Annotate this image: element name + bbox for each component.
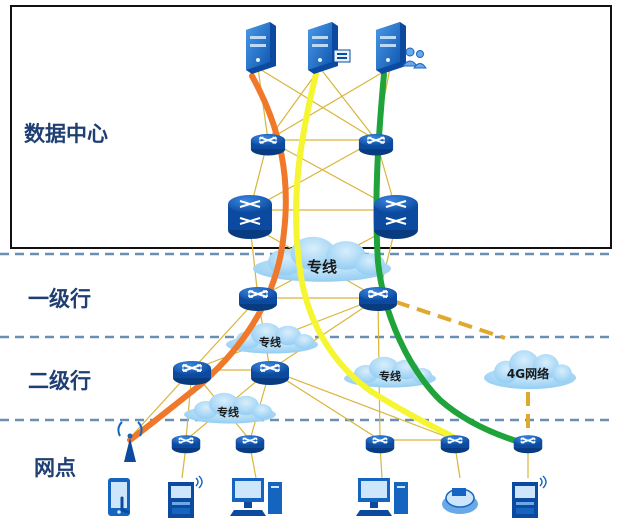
mobile-phone-icon <box>108 478 130 516</box>
cloud-leased-line-l2-left-label: 专线 <box>259 335 281 349</box>
router-icon <box>172 360 212 386</box>
antenna-icon <box>117 421 143 462</box>
cloud-4g-network-label: 4G网络 <box>507 366 549 381</box>
router-icon <box>357 132 395 157</box>
pc-icon <box>230 478 282 516</box>
card-reader-icon <box>442 488 478 514</box>
router-icon <box>235 434 265 454</box>
tier-label-data-center: 数据中心 <box>24 122 108 146</box>
router-icon <box>238 286 278 312</box>
router-icon <box>249 132 287 157</box>
path-green <box>373 71 529 447</box>
router-icon <box>171 434 201 454</box>
router-icon <box>513 434 543 454</box>
tier-label-branch: 网点 <box>34 456 76 480</box>
path-orange <box>127 73 289 443</box>
server-icon <box>308 22 351 74</box>
atm-icon <box>168 475 203 518</box>
server-icon <box>376 22 427 74</box>
core-router-icon <box>228 195 272 239</box>
router-icon <box>440 434 470 454</box>
cloud-leased-line-main-label: 专线 <box>307 258 337 276</box>
cloud-leased-line-branch-label: 专线 <box>217 405 239 419</box>
core-router-icon <box>374 195 418 239</box>
server-icon <box>246 22 276 74</box>
users-icon <box>402 47 427 69</box>
cloud-leased-line-l2-right-label: 专线 <box>379 369 401 383</box>
tier-label-level1: 一级行 <box>28 287 91 311</box>
router-icon <box>250 360 290 386</box>
router-icon <box>358 286 398 312</box>
router-icon <box>365 434 395 454</box>
atm-icon <box>512 475 547 518</box>
path-yellow <box>293 71 458 441</box>
backup-4g-link <box>395 300 530 432</box>
tier-label-level2: 二级行 <box>28 369 91 393</box>
pc-icon <box>356 478 408 516</box>
